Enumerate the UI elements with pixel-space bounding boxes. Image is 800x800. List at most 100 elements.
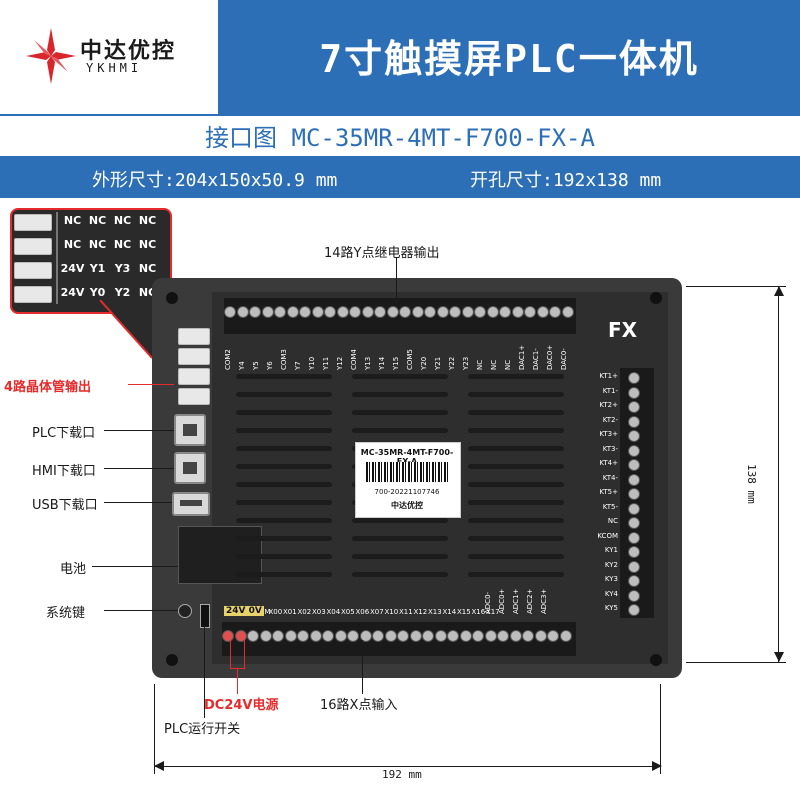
terminal-label: KT2+ xyxy=(599,401,618,409)
vent-slot xyxy=(236,500,332,505)
screw-icon xyxy=(166,654,178,666)
vent-slot xyxy=(236,392,332,397)
callout-usb-port: USB下载口 xyxy=(32,498,98,513)
terminal-label: ADC0+ xyxy=(498,588,506,614)
terminal-label: KT5+ xyxy=(599,488,618,496)
terminal-screw-icon xyxy=(349,306,361,318)
terminal-label: KT1- xyxy=(602,386,618,395)
terminal-screw-icon xyxy=(411,306,424,318)
vent-slot xyxy=(236,410,332,415)
plc-usb-b-port[interactable] xyxy=(174,414,206,446)
terminal-label: Y22 xyxy=(448,356,456,370)
callout-dc24v: DC24V电源 xyxy=(204,698,279,713)
vent-slot xyxy=(236,446,332,451)
callout-system-key: 系统键 xyxy=(46,606,86,621)
terminal-screw-icon xyxy=(299,306,311,318)
terminal-screw-icon xyxy=(628,444,640,457)
vent-slot xyxy=(468,410,564,415)
terminal-screw-icon xyxy=(236,306,249,318)
inset-pin-label: NC xyxy=(88,238,107,251)
inset-pin-label: 24V xyxy=(60,286,85,299)
terminal-label: KY3 xyxy=(604,575,618,583)
terminal-label: X15 xyxy=(457,608,471,616)
terminal-screw-icon xyxy=(497,630,509,642)
system-key-button[interactable] xyxy=(178,604,192,618)
connector-icon xyxy=(14,238,52,255)
terminal-screw-icon xyxy=(274,306,286,318)
terminal-screw-icon xyxy=(499,306,511,318)
inset-pin-label: NC xyxy=(138,262,157,275)
terminal-screw-icon xyxy=(359,630,372,642)
inset-pin-label: Y0 xyxy=(89,286,106,299)
measure-width-arrows xyxy=(154,761,662,771)
terminal-label: KT4+ xyxy=(599,459,618,467)
nameplate-model: MC-35MR-4MT-F700-FX-A xyxy=(360,448,454,466)
callout-battery: 电池 xyxy=(60,562,87,577)
terminal-screw-icon xyxy=(559,630,572,642)
terminal-label: Y5 xyxy=(252,361,260,370)
terminal-label: Y23 xyxy=(462,356,470,370)
measure-height-arrows xyxy=(774,286,784,662)
terminal-label: DAC1+ xyxy=(518,344,526,370)
terminal-label: KT4- xyxy=(602,473,618,482)
terminal-screw-icon xyxy=(484,630,497,642)
hmi-usb-b-port[interactable] xyxy=(174,452,206,484)
nameplate-brand: 中达优控 xyxy=(391,501,423,510)
terminal-screw-icon xyxy=(297,630,309,642)
vent-slot xyxy=(236,518,332,523)
vent-slot xyxy=(468,446,564,451)
terminal-label: COM4 xyxy=(350,349,358,370)
terminal-screw-icon xyxy=(372,630,384,642)
power-label: 24V 0V xyxy=(224,606,264,616)
inset-pin-label: Y3 xyxy=(114,262,131,275)
inset-pin-label: NC xyxy=(138,238,157,251)
terminal-label: X12 xyxy=(413,608,428,616)
vent-slot xyxy=(236,554,332,559)
vent-slot xyxy=(468,536,564,541)
terminal-screw-icon xyxy=(534,630,547,642)
terminal-screw-icon xyxy=(286,306,299,318)
terminal-label: KCOM xyxy=(597,531,618,540)
measure-width-line xyxy=(154,766,661,767)
vent-slot xyxy=(236,374,332,379)
terminal-label: NC xyxy=(476,359,484,370)
terminal-label: ADC1+ xyxy=(512,588,520,614)
terminal-screw-icon xyxy=(322,630,334,642)
terminal-screw-icon xyxy=(249,306,261,318)
inset-pin-label: NC xyxy=(138,214,157,227)
callout-line xyxy=(362,640,363,694)
screw-icon xyxy=(650,654,662,666)
terminal-screw-icon xyxy=(347,630,359,642)
terminal-label: COM5 xyxy=(406,349,414,370)
terminal-label: Y21 xyxy=(434,356,442,370)
inset-pin-label: NC xyxy=(63,214,82,227)
inset-pin-label: NC xyxy=(113,214,132,227)
terminal-screw-icon xyxy=(628,459,640,471)
terminal-screw-icon xyxy=(424,306,436,318)
transistor-connectors xyxy=(178,328,212,405)
terminal-screw-icon xyxy=(628,372,640,384)
terminal-screw-icon xyxy=(399,306,411,318)
vent-slot xyxy=(352,374,448,379)
terminal-screw-icon xyxy=(547,630,559,642)
terminal-screw-icon xyxy=(474,306,486,318)
outer-dimension: 外形尺寸:204x150x50.9 mm xyxy=(92,170,338,191)
terminal-screw-icon xyxy=(409,630,422,642)
terminal-label: ADC0- xyxy=(484,591,492,614)
usb-a-port[interactable] xyxy=(172,492,210,516)
terminal-screw-icon xyxy=(434,630,447,642)
screw-icon xyxy=(166,292,178,304)
terminal-screw-icon xyxy=(336,306,349,318)
vent-slot xyxy=(352,392,448,397)
inset-pin-label: NC xyxy=(113,238,132,251)
vent-slot xyxy=(468,464,564,469)
terminal-label: ADC3+ xyxy=(540,588,548,614)
callout-hmi-port: HMI下载口 xyxy=(32,464,96,479)
brand-name-en: YKHMI xyxy=(86,61,143,75)
run-switch[interactable] xyxy=(200,604,210,628)
vent-slot xyxy=(468,518,564,523)
terminal-label: Y6 xyxy=(266,361,274,370)
vent-slot xyxy=(236,536,332,541)
callout-line xyxy=(128,384,174,385)
terminal-label: Y11 xyxy=(322,356,330,370)
